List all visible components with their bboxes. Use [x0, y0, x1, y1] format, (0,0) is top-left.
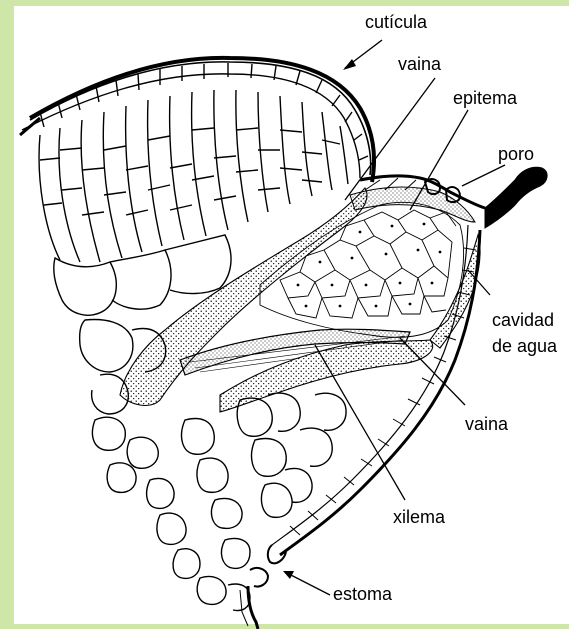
label-vaina-bottom: vaina [465, 414, 509, 434]
label-epitema: epitema [453, 88, 518, 108]
label-cavidad-line2: de agua [492, 336, 558, 356]
label-cavidad-line1: cavidad [492, 310, 554, 330]
label-xilema: xilema [393, 507, 446, 527]
label-vaina-top: vaina [398, 54, 442, 74]
left-cut-edge [20, 118, 40, 135]
label-estoma: estoma [333, 584, 393, 604]
label-poro: poro [498, 144, 534, 164]
lower-epidermis [240, 167, 547, 629]
epithem [260, 202, 464, 337]
label-cuticula: cutícula [365, 12, 428, 32]
